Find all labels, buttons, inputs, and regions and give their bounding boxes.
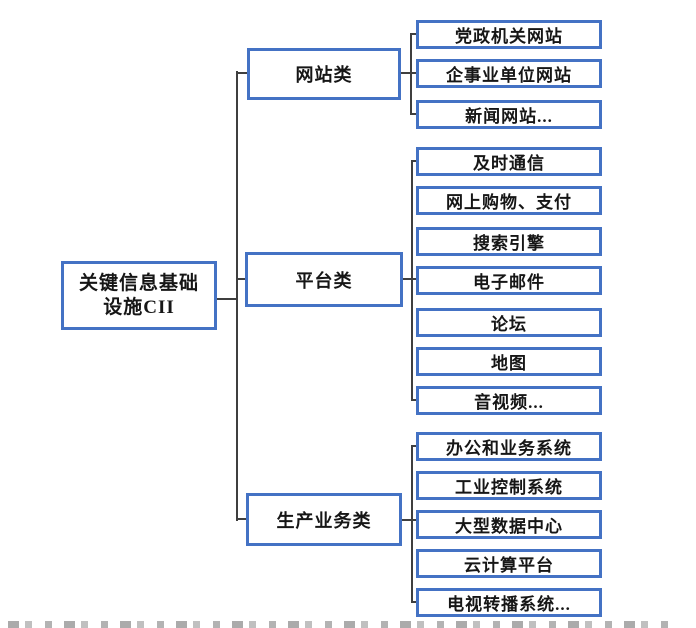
category-node-production: 生产业务类 <box>246 493 402 546</box>
leaf-label: 及时通信 <box>473 154 545 173</box>
leaf-label: 云计算平台 <box>464 556 554 575</box>
root-label-line2: 设施CII <box>103 296 175 318</box>
leaf-label: 电视转播系统... <box>447 595 571 614</box>
leaf-label: 工业控制系统 <box>455 478 563 497</box>
root-label-line1: 关键信息基础 <box>78 272 199 294</box>
bracket-production-vertical <box>411 445 413 603</box>
leaf-label: 党政机关网站 <box>455 27 563 46</box>
leaf-node: 工业控制系统 <box>416 471 602 500</box>
leaf-label: 音视频... <box>474 393 544 412</box>
bracket-website-hook-top <box>410 33 416 35</box>
bracket-production-hook-bottom <box>411 601 416 603</box>
leaf-node: 搜索引擎 <box>416 227 602 256</box>
leaf-node: 音视频... <box>416 386 602 415</box>
connector-root-to-trunk <box>217 298 238 300</box>
connector-platform-to-bracket <box>403 278 416 280</box>
cropped-caption-strip <box>8 621 672 628</box>
leaf-node: 电视转播系统... <box>416 588 602 617</box>
leaf-label: 地图 <box>491 354 527 373</box>
connector-trunk-left <box>236 71 238 521</box>
category-node-platform: 平台类 <box>245 252 403 307</box>
category-label-website: 网站类 <box>295 65 353 85</box>
bracket-platform-hook-top <box>411 160 416 162</box>
bracket-website-vertical <box>410 33 412 115</box>
leaf-node: 电子邮件 <box>416 266 602 295</box>
category-label-production: 生产业务类 <box>276 510 372 531</box>
bracket-website-hook-bottom <box>410 113 416 115</box>
leaf-node: 新闻网站... <box>416 100 602 129</box>
bracket-production-hook-top <box>411 445 416 447</box>
category-node-website: 网站类 <box>247 48 401 100</box>
leaf-label: 网上购物、支付 <box>446 193 572 212</box>
category-label-platform: 平台类 <box>295 270 353 291</box>
connector-website-to-bracket <box>401 72 416 74</box>
leaf-node: 网上购物、支付 <box>416 186 602 215</box>
leaf-node: 及时通信 <box>416 147 602 176</box>
leaf-label: 大型数据中心 <box>455 517 563 536</box>
root-node-cii: 关键信息基础 设施CII <box>61 261 217 330</box>
bracket-platform-vertical <box>411 160 413 401</box>
leaf-label: 办公和业务系统 <box>446 439 572 458</box>
connector-trunk-to-website <box>236 72 247 74</box>
bracket-platform-hook-bottom <box>411 399 416 401</box>
leaf-node: 地图 <box>416 347 602 376</box>
leaf-node: 云计算平台 <box>416 549 602 578</box>
leaf-label: 新闻网站... <box>465 107 553 126</box>
leaf-node: 党政机关网站 <box>416 20 602 49</box>
leaf-node: 办公和业务系统 <box>416 432 602 461</box>
leaf-label: 企事业单位网站 <box>446 66 572 85</box>
leaf-node: 企事业单位网站 <box>416 59 602 88</box>
connector-trunk-to-platform <box>236 278 245 280</box>
leaf-node: 大型数据中心 <box>416 510 602 539</box>
leaf-label: 电子邮件 <box>473 273 545 292</box>
leaf-label: 论坛 <box>491 315 527 334</box>
leaf-node: 论坛 <box>416 308 602 337</box>
leaf-label: 搜索引擎 <box>473 234 545 253</box>
connector-production-to-bracket <box>402 519 416 521</box>
connector-trunk-to-production <box>236 518 246 520</box>
